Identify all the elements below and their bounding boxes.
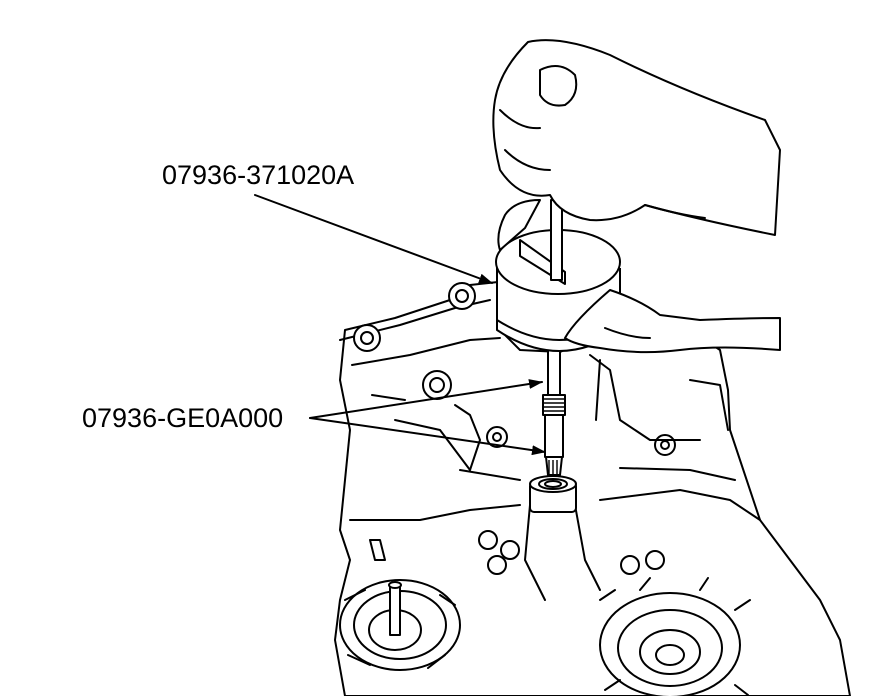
- leader-lines: [254, 194, 546, 456]
- callout-tool-a: 07936-371020A: [162, 160, 355, 190]
- lower-left-gear: [339, 539, 461, 671]
- leader-line-tool-b-upper: [309, 379, 543, 419]
- callout-tool-b: 07936-GE0A000: [82, 403, 284, 433]
- technician-hands: [492, 39, 781, 354]
- transmission-housing: [334, 281, 851, 696]
- leader-line-tool-b-lower: [309, 417, 546, 456]
- lower-right-gear: [599, 577, 751, 696]
- slide-hammer-weight: [495, 199, 621, 352]
- leader-line-tool-a: [254, 194, 493, 284]
